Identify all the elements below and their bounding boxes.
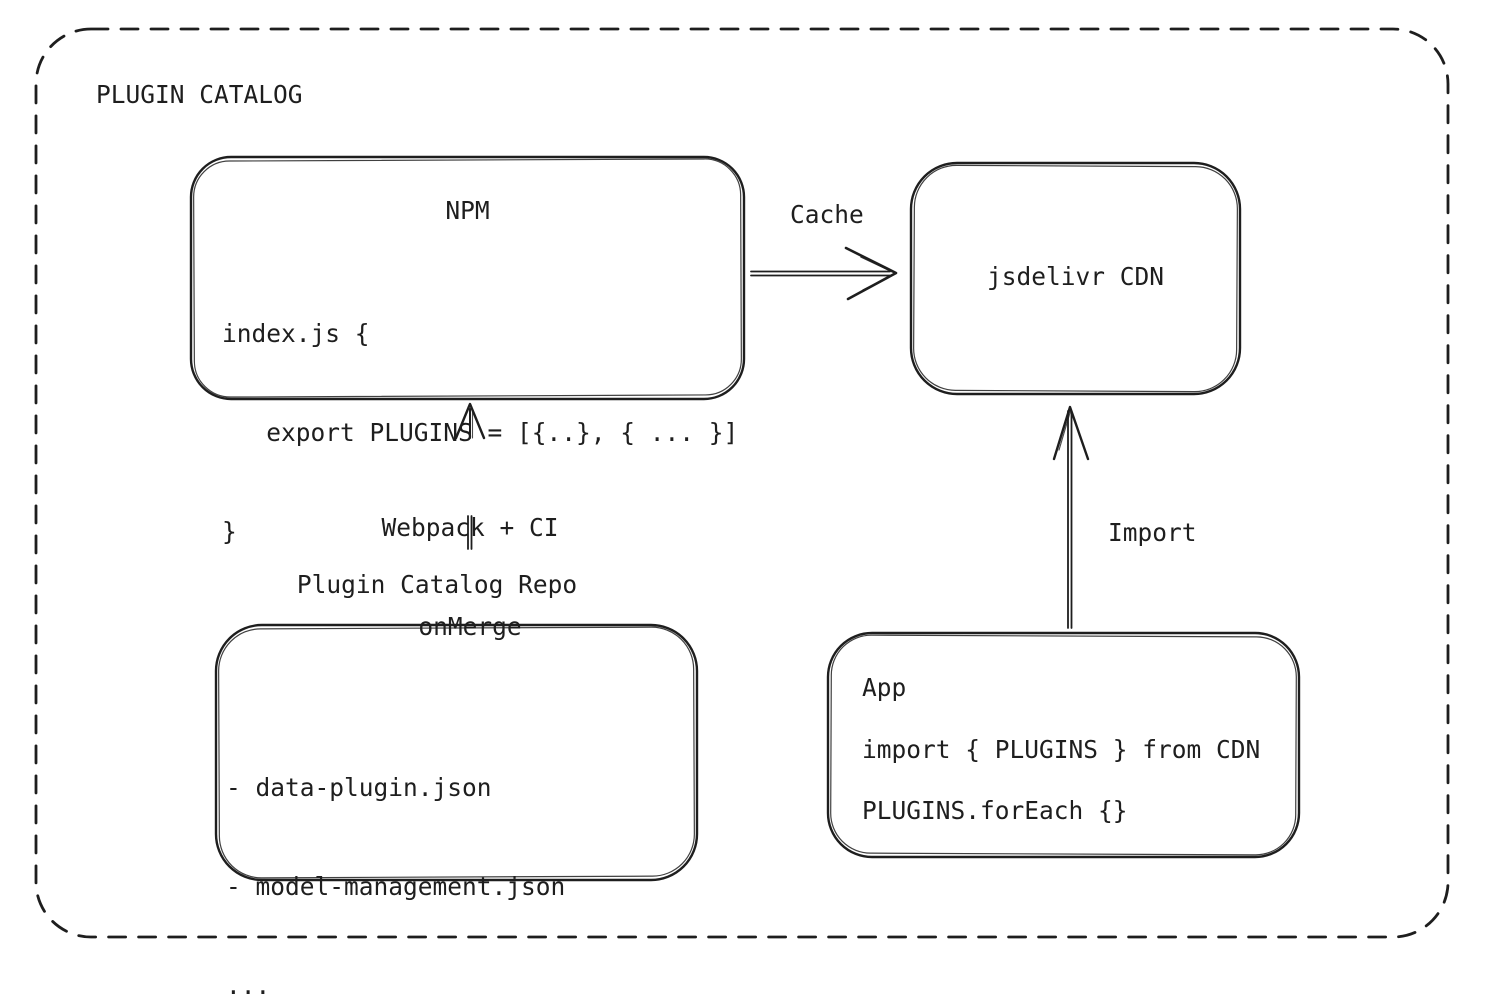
- app-title: App: [862, 673, 907, 702]
- import-arrow-label: Import: [1108, 518, 1197, 547]
- repo-box: [214, 623, 699, 882]
- build-arrow-label-line2: onMerge: [418, 612, 522, 641]
- npm-code-block: index.js { export PLUGINS = [{..}, { ...…: [222, 251, 738, 614]
- app-code-line: import { PLUGINS } from CDN: [862, 735, 1261, 764]
- app-box: [826, 631, 1301, 859]
- build-arrow: [454, 402, 486, 550]
- cdn-box: [909, 161, 1242, 396]
- repo-label: Plugin Catalog Repo: [296, 570, 578, 599]
- npm-code-line: }: [222, 517, 237, 546]
- diagram-title: PLUGIN CATALOG: [96, 80, 303, 109]
- import-arrow: [1052, 405, 1090, 629]
- repo-file-item: ...: [226, 971, 271, 1000]
- repo-file-item: - data-plugin.json: [226, 773, 492, 802]
- npm-code-line: index.js {: [222, 319, 370, 348]
- npm-code-line: export PLUGINS = [{..}, { ... }]: [222, 418, 739, 447]
- cache-arrow: [750, 246, 898, 301]
- cache-arrow-label: Cache: [790, 200, 864, 229]
- app-code-line: PLUGINS.forEach {}: [862, 796, 1128, 825]
- build-arrow-label: Webpack + CI onMerge: [320, 445, 620, 709]
- repo-file-item: - model-management.json: [226, 872, 566, 901]
- build-arrow-label-line1: Webpack + CI: [381, 513, 559, 542]
- catalog-boundary: [34, 27, 1450, 939]
- cdn-title: jsdelivr CDN: [986, 262, 1164, 291]
- repo-file-list: - data-plugin.json - model-management.js…: [226, 705, 565, 1002]
- npm-title: NPM: [445, 196, 490, 225]
- npm-box: [189, 155, 746, 401]
